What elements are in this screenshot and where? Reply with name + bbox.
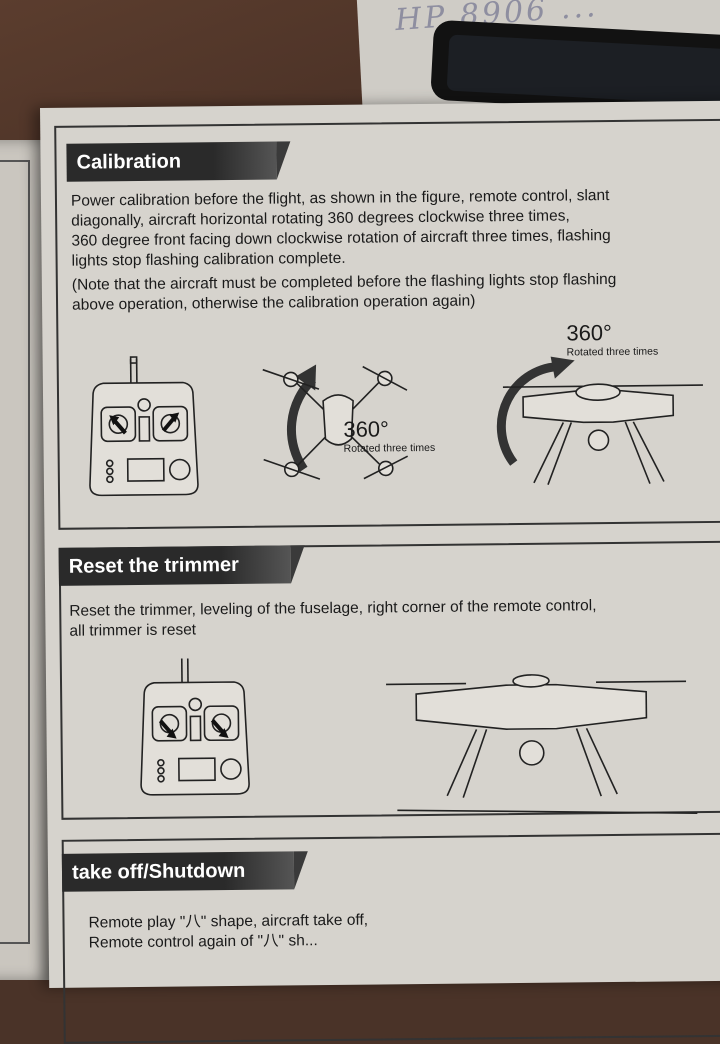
- heading-tail: [276, 141, 290, 179]
- remote-controller-icon: [124, 654, 266, 805]
- calibration-line: lights stop flashing calibration complet…: [72, 246, 617, 272]
- calibration-heading: Calibration: [66, 142, 276, 182]
- manual-page: Calibration Power calibration before the…: [40, 101, 720, 988]
- reset-text: Reset the trimmer, leveling of the fusel…: [69, 596, 597, 642]
- takeoff-line: Remote play "八" shape, aircraft take off…: [88, 911, 368, 934]
- phone-screen: [447, 34, 720, 105]
- rotation-caption: Rotated three times: [344, 442, 436, 455]
- left-page-border: [0, 160, 30, 944]
- heading-tail: [291, 545, 305, 583]
- rotation-degrees: 360°: [343, 416, 435, 443]
- takeoff-text: Remote play "八" shape, aircraft take off…: [88, 911, 368, 954]
- takeoff-line: Remote control again of "八" sh...: [89, 931, 369, 954]
- calibration-text: Power calibration before the flight, as …: [71, 186, 617, 316]
- drone-front-view-icon: [463, 351, 720, 514]
- rotation-degrees: 360°: [566, 320, 658, 347]
- remote-controller-icon: [73, 354, 215, 505]
- reset-title: Reset the trimmer: [69, 553, 239, 578]
- takeoff-title: take off/Shutdown: [72, 859, 246, 884]
- rotation-label-top: 360° Rotated three times: [343, 416, 435, 455]
- drone-front-view-icon: [376, 657, 698, 820]
- reset-heading: Reset the trimmer: [59, 545, 291, 585]
- calibration-title: Calibration: [76, 150, 181, 174]
- heading-tail: [294, 851, 308, 889]
- takeoff-heading: take off/Shutdown: [62, 851, 294, 891]
